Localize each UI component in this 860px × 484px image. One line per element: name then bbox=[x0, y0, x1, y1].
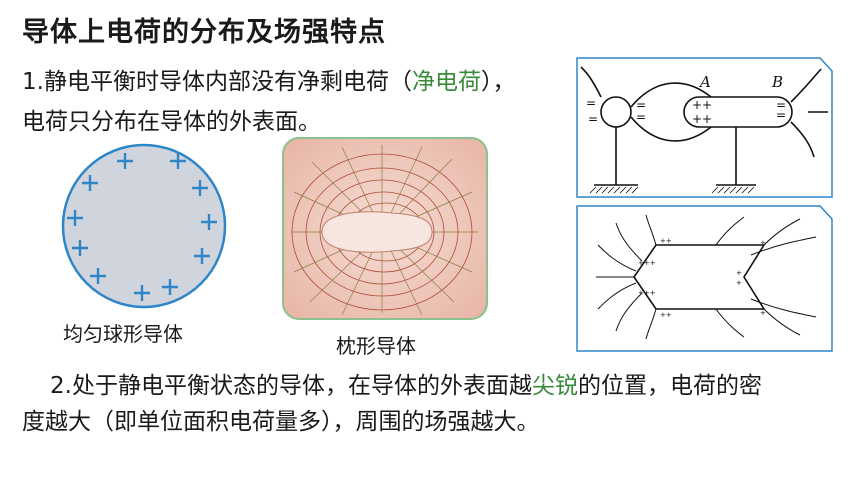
pointed-conductor-figure: ++++++ ++++ ++ ++ bbox=[576, 205, 833, 352]
svg-text:+: + bbox=[702, 112, 712, 126]
svg-text:=: = bbox=[776, 98, 786, 112]
label-b: B bbox=[771, 73, 783, 91]
svg-text:=: = bbox=[776, 108, 786, 122]
sphere-conductor-figure bbox=[61, 143, 227, 309]
point1-text-after: ）， bbox=[480, 69, 516, 95]
point2-highlight: 尖锐 bbox=[531, 373, 578, 399]
point1-line2: 电荷只分布在导体的外表面。 bbox=[22, 109, 321, 135]
pillow-conductor-figure bbox=[282, 137, 488, 320]
point2-text-after: 的位置，电荷的密 bbox=[577, 373, 762, 399]
svg-text:+: + bbox=[760, 239, 766, 247]
svg-text:=: = bbox=[586, 96, 596, 110]
svg-text:++: ++ bbox=[660, 237, 672, 245]
svg-text:++: ++ bbox=[660, 311, 672, 319]
label-a: A bbox=[698, 73, 711, 91]
pillow-caption: 枕形导体 bbox=[336, 334, 416, 358]
point2-text-before: 2.处于静电平衡状态的导体，在导体的外表面越 bbox=[50, 373, 532, 399]
point1-line1: 1.静电平衡时导体内部没有净剩电荷（净电荷）， bbox=[22, 62, 515, 96]
svg-text:+++: +++ bbox=[638, 289, 656, 297]
slide-title: 导体上电荷的分布及场强特点 bbox=[22, 17, 386, 48]
svg-text:+: + bbox=[702, 98, 712, 112]
point2-line2: 度越大（即单位面积电荷量多），周围的场强越大。 bbox=[22, 409, 540, 435]
svg-text:=: = bbox=[636, 110, 646, 124]
plus-charges bbox=[67, 153, 217, 301]
svg-text:+: + bbox=[692, 98, 702, 112]
svg-text:+: + bbox=[760, 309, 766, 317]
svg-text:+++: +++ bbox=[638, 259, 656, 267]
svg-text:=: = bbox=[588, 112, 598, 126]
svg-text:=: = bbox=[636, 98, 646, 112]
svg-text:+: + bbox=[692, 112, 702, 126]
point1-highlight: 净电荷 bbox=[411, 69, 481, 95]
svg-text:+: + bbox=[736, 269, 742, 277]
point2-line1: 2.处于静电平衡状态的导体，在导体的外表面越尖锐的位置，电荷的密 bbox=[50, 366, 762, 400]
svg-text:+: + bbox=[736, 279, 742, 287]
induction-apparatus-figure: A B ++ ++ == == == bbox=[576, 57, 833, 198]
point1-text-before: 1.静电平衡时导体内部没有净剩电荷（ bbox=[22, 69, 412, 95]
sphere-caption: 均匀球形导体 bbox=[63, 322, 183, 346]
